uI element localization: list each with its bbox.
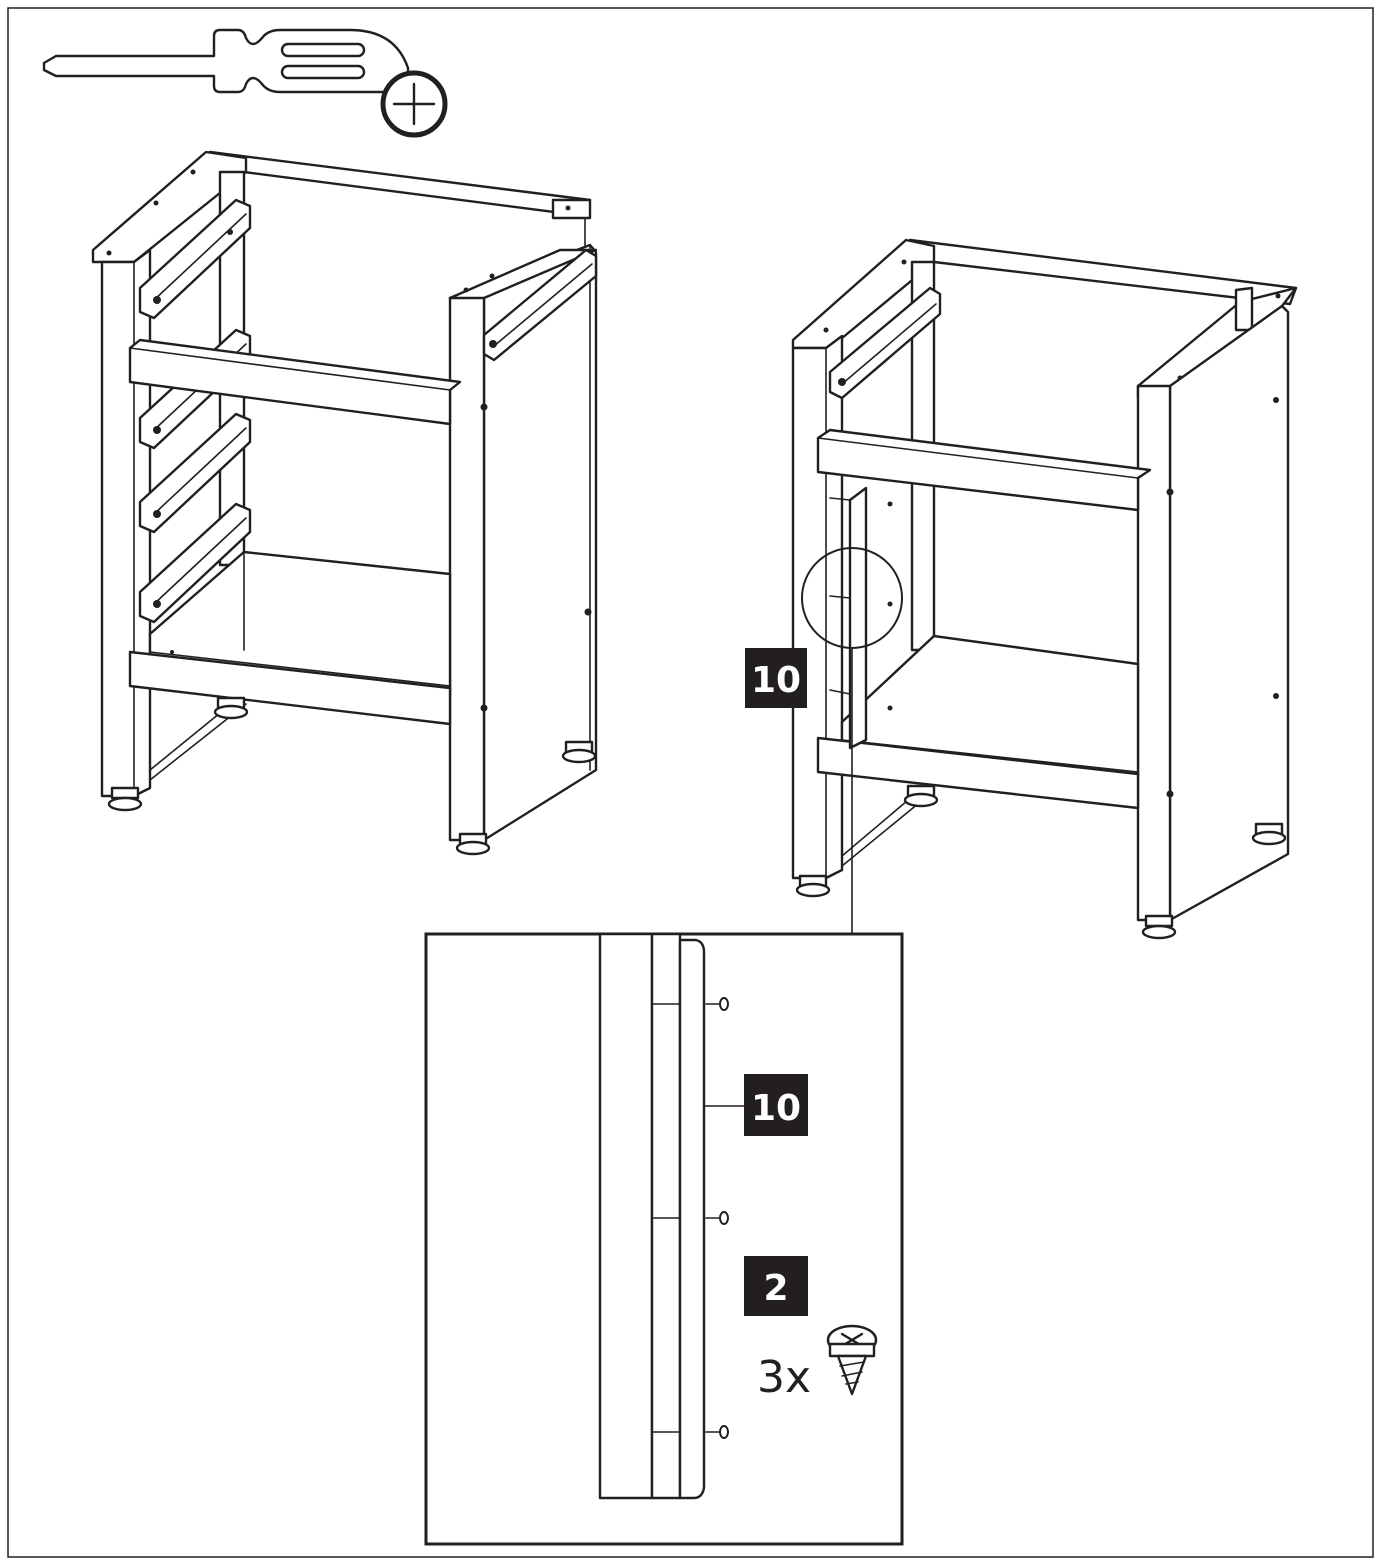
cabinet-frame-after — [791, 238, 1298, 940]
leveling-foot — [1251, 822, 1287, 846]
detail-part-tag-10-label: 10 — [751, 1088, 801, 1129]
pan-head-screw-icon — [826, 1324, 878, 1396]
screw-part-tag-2: 2 — [744, 1256, 808, 1316]
detail-part-tag-10: 10 — [744, 1074, 808, 1136]
leveling-foot — [795, 874, 831, 898]
screw-quantity: 3x — [757, 1352, 811, 1403]
leveling-foot — [213, 696, 249, 720]
screw-marker — [705, 1425, 729, 1439]
drawer-slide — [138, 502, 252, 624]
part-tag-10-label: 10 — [751, 660, 801, 701]
screw-marker — [705, 997, 729, 1011]
leveling-foot — [561, 740, 597, 764]
leveling-foot — [1141, 914, 1177, 940]
drawer-slide — [138, 198, 252, 320]
part-tag-10: 10 — [745, 648, 807, 708]
leveling-foot — [455, 832, 491, 856]
detail-inset: 10 2 3x — [424, 932, 904, 1546]
drawer-slide — [138, 412, 252, 534]
leveling-foot — [107, 786, 143, 812]
leveling-foot — [903, 784, 939, 808]
screw-part-tag-2-label: 2 — [763, 1268, 788, 1309]
screw-marker — [705, 1211, 729, 1225]
phillips-screwdriver-icon — [42, 28, 448, 138]
page-border — [7, 7, 1374, 1558]
cabinet-frame-before — [91, 150, 598, 856]
